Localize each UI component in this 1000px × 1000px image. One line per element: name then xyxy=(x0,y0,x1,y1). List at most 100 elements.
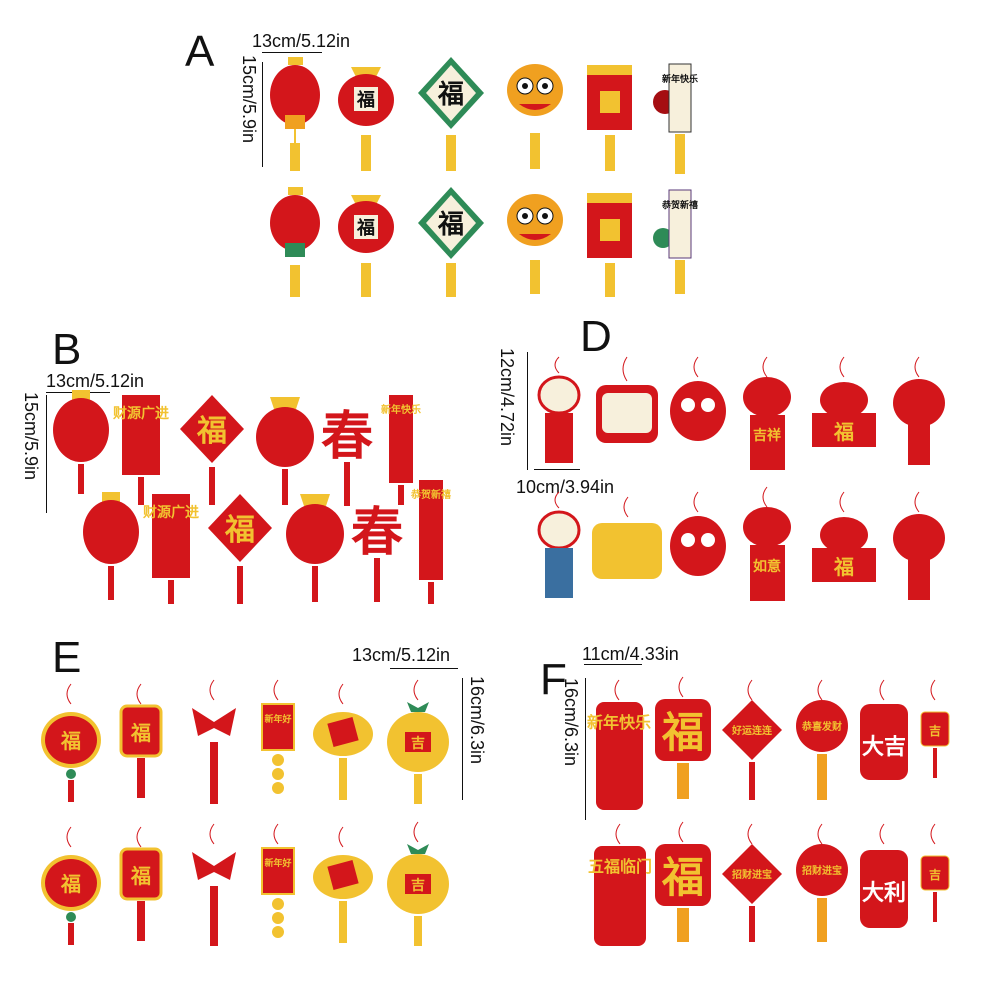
fu-character: 福 xyxy=(833,555,854,579)
dali-text: 大利 xyxy=(862,880,906,906)
ruyi-cloud-ornament xyxy=(310,825,376,947)
banner-text: 财源广进 xyxy=(142,504,199,521)
xinnianhao-text: 新年好 xyxy=(264,713,291,725)
warrior-ornament xyxy=(533,355,585,467)
width-dimension-line xyxy=(390,668,458,669)
lion-body-ornament xyxy=(592,355,662,450)
panel-letter: A xyxy=(185,27,215,76)
fortune-bag-ornament xyxy=(254,393,316,508)
chun-ornament: 春 xyxy=(318,398,376,510)
width-label: 10cm/3.94in xyxy=(516,477,615,497)
scroll-text: 新年快乐 xyxy=(662,73,698,85)
lantern-fu-ornament: 福 xyxy=(38,682,104,804)
daji-text: 大吉 xyxy=(862,734,906,760)
diamond-fu-ornament: 福 xyxy=(206,492,274,607)
xinnian-kuaile-ornament: 新年快乐 xyxy=(587,678,651,813)
chun-character: 春 xyxy=(351,502,403,563)
lantern-fu-ornament: 福 xyxy=(38,825,104,947)
ji-character: 吉 xyxy=(929,867,941,882)
lion-head-ornament xyxy=(668,490,728,585)
daji-ornament: 大吉 xyxy=(858,678,910,783)
banner-text: 恭贺新禧 xyxy=(410,488,451,501)
fu-character: 福 xyxy=(130,721,151,745)
panel-letter: B xyxy=(52,325,82,374)
lion-head-ornament xyxy=(668,355,728,450)
orange-ji-ornament: 吉 xyxy=(385,678,451,806)
fortune-bag-ornament xyxy=(284,490,346,605)
red-envelope-ornament xyxy=(582,55,637,175)
round-gongxi-ornament: 恭喜发财 xyxy=(794,678,850,803)
lion-scroll-ornament xyxy=(890,490,948,605)
zhaocai-text: 招财进宝 xyxy=(802,864,842,877)
scroll-text: 恭贺新禧 xyxy=(661,199,698,211)
banner-ornament: 财源广进 xyxy=(112,393,169,508)
width-dimension-line xyxy=(534,469,580,470)
ji-character: 吉 xyxy=(411,735,425,752)
haoyun-text: 好运连连 xyxy=(731,724,773,737)
fu-character: 福 xyxy=(437,210,464,240)
width-dimension-line xyxy=(262,52,322,53)
scroll-ornament: 恭贺新禧 xyxy=(653,188,700,298)
vertical-banner-ornament: 新年快乐 xyxy=(381,393,421,508)
panel-letter: D xyxy=(580,312,612,361)
fortune-bag-ornament: 福 xyxy=(336,185,396,300)
coins-scroll-ornament: 新年好 xyxy=(258,822,298,950)
coins-scroll-ornament: 新年好 xyxy=(258,678,298,808)
ji-character: 吉 xyxy=(929,723,941,738)
gongxi-text: 恭喜发财 xyxy=(801,720,842,733)
diamond-fu-ornament: 福 xyxy=(416,185,486,300)
fu-character: 福 xyxy=(60,729,81,753)
width-label: 13cm/5.12in xyxy=(252,31,351,51)
fu-character: 福 xyxy=(356,89,375,111)
height-dimension-line xyxy=(585,678,586,820)
red-envelope-ornament xyxy=(582,185,637,300)
diamond-haoyun-ornament: 好运连连 xyxy=(720,678,784,803)
height-label: 12cm/4.72in xyxy=(497,348,517,447)
round-zhaocai-ornament: 招财进宝 xyxy=(794,822,850,944)
small-lantern-ornament: 吉 xyxy=(918,822,952,927)
fu-character: 福 xyxy=(833,420,854,444)
lion-fu-ornament: 福 xyxy=(808,490,880,585)
width-label: 13cm/5.12in xyxy=(46,371,145,391)
fu-character: 福 xyxy=(130,864,151,888)
height-dimension-line xyxy=(46,395,47,513)
height-label: 16cm/6.3in xyxy=(561,678,581,767)
panel-letter: F xyxy=(540,655,567,704)
width-label: 11cm/4.33in xyxy=(582,644,679,664)
height-label: 15cm/5.9in xyxy=(21,392,41,481)
fortune-bag-ornament: 福 xyxy=(336,55,396,175)
lion-ruyi-ornament: 如意 xyxy=(740,485,795,605)
fu-character: 福 xyxy=(224,513,255,548)
banner-text: 新年快乐 xyxy=(381,403,421,416)
height-label: 15cm/5.9in xyxy=(239,55,259,144)
fu-plaque-ornament: 福 xyxy=(652,675,714,803)
fu-character: 福 xyxy=(437,80,464,110)
wufu-text: 五福临门 xyxy=(588,857,652,876)
xnkl-text: 新年快乐 xyxy=(587,713,651,732)
fu-knot-ornament: 福 xyxy=(115,825,167,947)
fu-knot-ornament: 福 xyxy=(115,682,167,804)
warrior-ornament xyxy=(533,490,585,602)
orange-ji-ornament: 吉 xyxy=(385,820,451,948)
dali-ornament: 大利 xyxy=(858,822,910,932)
fu-character: 福 xyxy=(661,853,704,902)
lantern-ornament xyxy=(268,55,323,175)
width-dimension-line xyxy=(584,664,642,665)
banner-ornament: 财源广进 xyxy=(142,492,199,607)
lantern-ornament xyxy=(268,185,323,300)
ruyi-text: 如意 xyxy=(753,558,781,575)
lantern-ornament xyxy=(52,388,110,498)
diamond-zhaocai-ornament: 招财进宝 xyxy=(720,822,784,944)
lion-jixiang-ornament: 吉祥 xyxy=(740,355,795,473)
wufu-linmen-ornament: 五福临门 xyxy=(588,822,652,950)
lion-scroll-ornament xyxy=(890,355,948,470)
width-label: 13cm/5.12in xyxy=(352,645,451,665)
lion-fu-ornament: 福 xyxy=(808,355,880,450)
jixiang-text: 吉祥 xyxy=(753,427,781,444)
chun-ornament: 春 xyxy=(348,494,406,606)
xinnianhao-text: 新年好 xyxy=(264,857,291,869)
chun-character: 春 xyxy=(321,406,373,467)
lion-head-ornament xyxy=(505,188,565,298)
height-dimension-line xyxy=(262,62,263,167)
fu-character: 福 xyxy=(196,414,227,449)
